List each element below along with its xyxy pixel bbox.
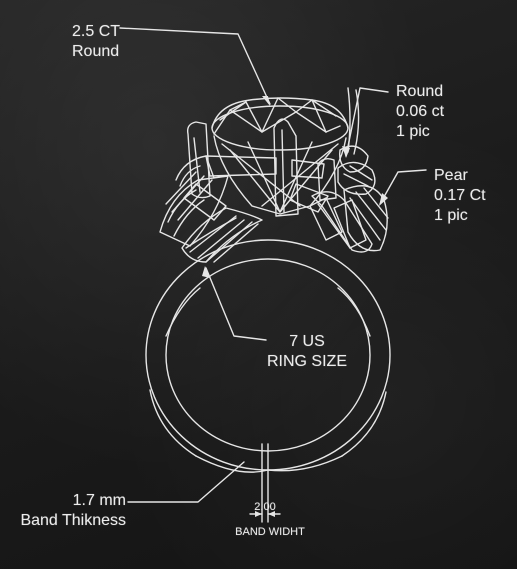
band-width-value: 2.00 [254,501,276,513]
band-thickness-label: 1.7 mm Band Thikness [20,492,126,529]
leader-lines [119,27,427,503]
band-width-label: BAND WIDHT [235,526,305,538]
right-side-stones [311,87,389,253]
prongs [183,118,367,249]
ring-size-label: 7 US RING SIZE [266,333,347,370]
center-stone [211,97,349,215]
band-width-dimension [249,443,281,523]
center-stone-label: 2.5 CT Round [72,23,121,60]
side-pear-label: Pear 0.17 Ct 1 pic [434,167,486,224]
left-side-stones [159,155,263,263]
side-round-label: Round 0.06 ct 1 pic [396,83,445,140]
